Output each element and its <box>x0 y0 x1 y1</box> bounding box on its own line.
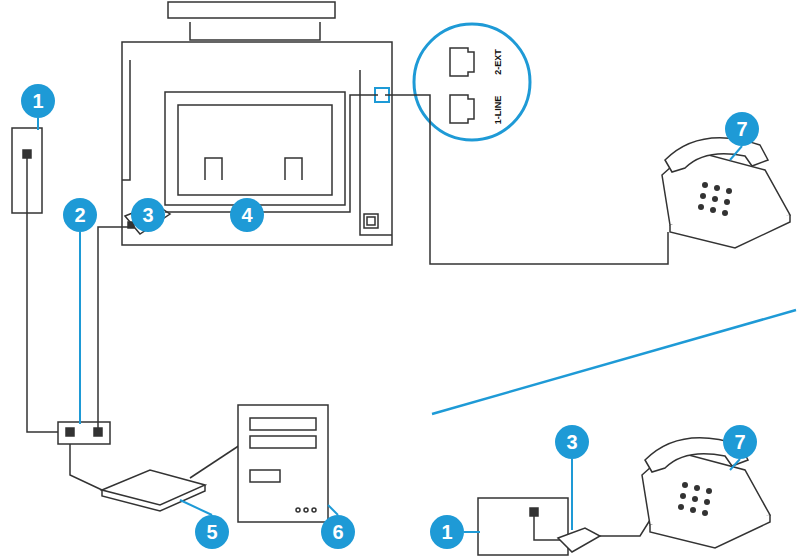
callout-number: 7 <box>725 112 759 146</box>
callout-number: 7 <box>723 425 757 459</box>
callout-number: 4 <box>230 198 264 232</box>
callout-number: 3 <box>131 198 165 232</box>
callout-number: 3 <box>555 425 589 459</box>
callout-number: 6 <box>321 515 355 549</box>
callout-number: 2 <box>63 198 97 232</box>
port-label: 2-EXT <box>493 48 503 76</box>
callout-number: 5 <box>195 515 229 549</box>
callout-number: 1 <box>21 84 55 118</box>
port-label: 1-LINE <box>493 95 503 126</box>
callout-number: 1 <box>430 515 464 549</box>
